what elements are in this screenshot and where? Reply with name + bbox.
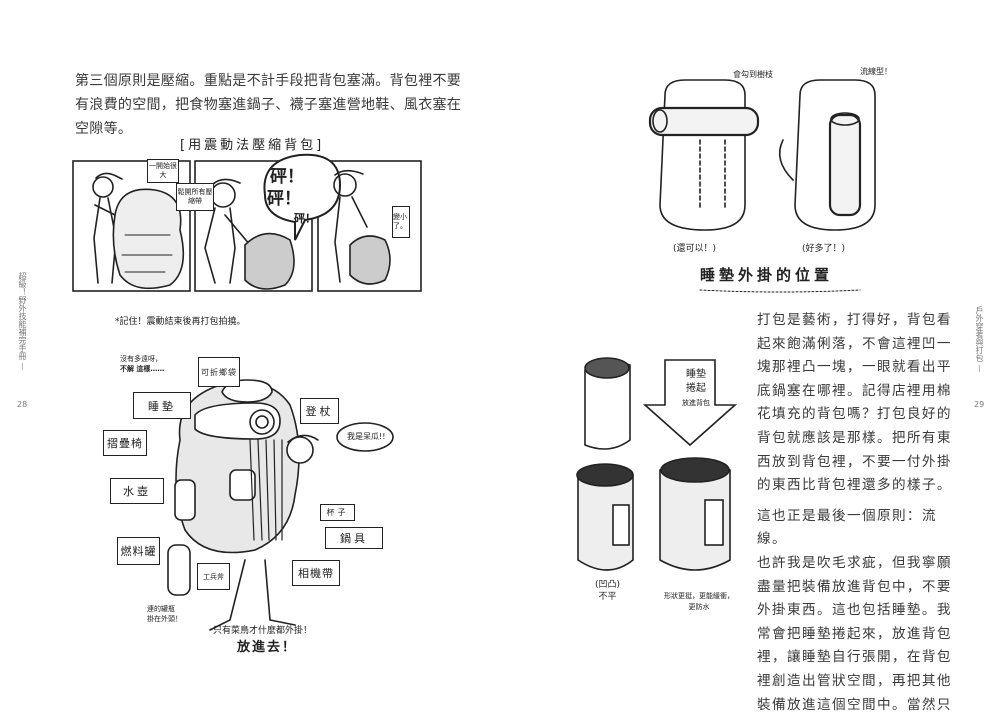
caption-line: 不平 bbox=[595, 591, 620, 603]
label-pad: 睡墊 bbox=[133, 392, 191, 419]
pad-caption-right: (好多了！) bbox=[802, 241, 845, 254]
text-line: 塊那裡凸一塊，一眼就看出平 bbox=[757, 356, 963, 380]
running-head-text: 戶外穿著與打包 bbox=[975, 306, 984, 362]
caption-line: 形狀更挺，更能緩衝， bbox=[650, 591, 748, 602]
right-running-head: 戶外穿著與打包 — bbox=[974, 306, 984, 373]
text-line: 外掛東西。這也包括睡墊。我 bbox=[757, 599, 963, 623]
text-line: 裡，讓睡墊自行張開，在背包 bbox=[757, 646, 963, 670]
note-line: 掛在外頭！ bbox=[147, 614, 182, 624]
comic-sfx: 砰！ bbox=[294, 212, 316, 225]
side-note: 連的罐瓶 掛在外頭！ bbox=[147, 604, 182, 624]
thought-bubble-text: 我是呆瓜!! bbox=[347, 431, 385, 442]
text-line: 西放到背包裡，不要一付外掛 bbox=[757, 451, 963, 475]
text-line: 起來飽滿俐落，不會這裡凹一 bbox=[757, 333, 963, 357]
pad-note-right: 流線型！ bbox=[860, 66, 892, 77]
left-running-head: 超級！野外技能補完手冊 — bbox=[17, 272, 27, 371]
text-line: 裡創造出管狀空間，再把其他 bbox=[757, 670, 963, 694]
note-line: 連的罐瓶 bbox=[147, 604, 182, 614]
comic-sfx: 砰！ bbox=[267, 189, 301, 209]
label-cup: 杯子 bbox=[320, 504, 355, 521]
overpacked-note: 沒有多遠呀， 不解 這樣…… bbox=[120, 354, 164, 374]
pad-note-left: 會勾到樹枝 bbox=[733, 69, 773, 80]
note-line: 不解 這樣…… bbox=[120, 364, 164, 374]
text-line: 打包是藝術，打得好，背包看 bbox=[757, 309, 963, 333]
bottom-shout: 放進去！ bbox=[237, 640, 297, 655]
note-line: 沒有多遠呀， bbox=[120, 354, 164, 364]
right-page-number: 29 bbox=[974, 400, 984, 410]
rolled-caption-right: 形狀更挺，更能緩衝， 更防水 bbox=[650, 591, 748, 613]
label-axe: 工兵斧 bbox=[197, 563, 230, 590]
pad-position-drawing bbox=[650, 80, 875, 292]
arrow-line: 放進背包 bbox=[678, 396, 714, 410]
bottom-note: 只有菜鳥才什麼都外掛！ bbox=[213, 626, 312, 637]
caption-line: (凹凸) bbox=[595, 579, 620, 591]
text-line: 也許我是吹毛求疵，但我寧願 bbox=[757, 552, 963, 576]
rolled-caption-left: (凹凸) 不平 bbox=[595, 579, 620, 603]
arrow-text: 睡墊 捲起 放進背包 bbox=[678, 368, 714, 410]
text-line: 這也正是最後一個原則：流線。 bbox=[757, 505, 963, 552]
caption-line: 更防水 bbox=[650, 602, 748, 613]
comic-label-smaller: 變小了。 bbox=[392, 206, 410, 238]
label-pot: 鍋具 bbox=[325, 527, 383, 549]
label-bottle: 水壺 bbox=[110, 478, 164, 504]
left-page-number: 28 bbox=[17, 400, 27, 410]
arrow-line: 睡墊 bbox=[678, 368, 714, 382]
running-head-text: 超級！野外技能補完手冊 bbox=[18, 272, 27, 360]
comic-panels bbox=[73, 155, 421, 291]
comic-title: [用震動法壓縮背包] bbox=[180, 134, 324, 153]
text-line: 盡量把裝備放進背包中，不要 bbox=[757, 576, 963, 600]
comic-label-big: 一開始很大 bbox=[147, 159, 179, 183]
comic-label-loosen: 鬆開所有壓縮帶 bbox=[176, 183, 214, 211]
text-line: 裝備放進這個空間中。當然只 bbox=[757, 694, 963, 717]
left-paragraph: 第三個原則是壓縮。重點是不計手段把背包塞滿。背包裡不要 有浪費的空間，把食物塞進… bbox=[75, 69, 475, 141]
pad-caption-left: (還可以！) bbox=[673, 241, 716, 254]
text-line: 底鍋塞在哪裡。記得店裡用棉 bbox=[757, 380, 963, 404]
label-poles: 登杖 bbox=[300, 398, 339, 424]
label-chair: 摺疊椅 bbox=[103, 430, 147, 456]
text-line: 的東西比背包裡還多的樣子。 bbox=[757, 474, 963, 498]
comic-caption: *記住！震動結束後再打包拍撓。 bbox=[115, 314, 246, 327]
text-line: 背包就應該是那樣。把所有東 bbox=[757, 427, 963, 451]
label-camera: 相機帶 bbox=[292, 560, 340, 586]
label-fuel: 燃料罐 bbox=[117, 537, 160, 565]
text-line: 花填充的背包嗎？打包良好的 bbox=[757, 403, 963, 427]
text-line: 第三個原則是壓縮。重點是不計手段把背包塞滿。背包裡不要 bbox=[75, 69, 475, 93]
pad-title: 睡墊外掛的位置 bbox=[700, 264, 833, 285]
label-bag: 可折鄉袋 bbox=[198, 357, 240, 387]
overpacked-backpack-drawing bbox=[168, 380, 393, 630]
arrow-line: 捲起 bbox=[678, 382, 714, 396]
text-line: 有浪費的空間，把食物塞進鍋子、襪子塞進營地鞋、風衣塞在 bbox=[75, 93, 475, 117]
right-paragraph-1: 打包是藝術，打得好，背包看 起來飽滿俐落，不會這裡凹一 塊那裡凸一塊，一眼就看出… bbox=[757, 309, 963, 717]
text-line: 常會把睡墊捲起來，放進背包 bbox=[757, 623, 963, 647]
comic-sfx: 砰！ bbox=[270, 167, 304, 187]
